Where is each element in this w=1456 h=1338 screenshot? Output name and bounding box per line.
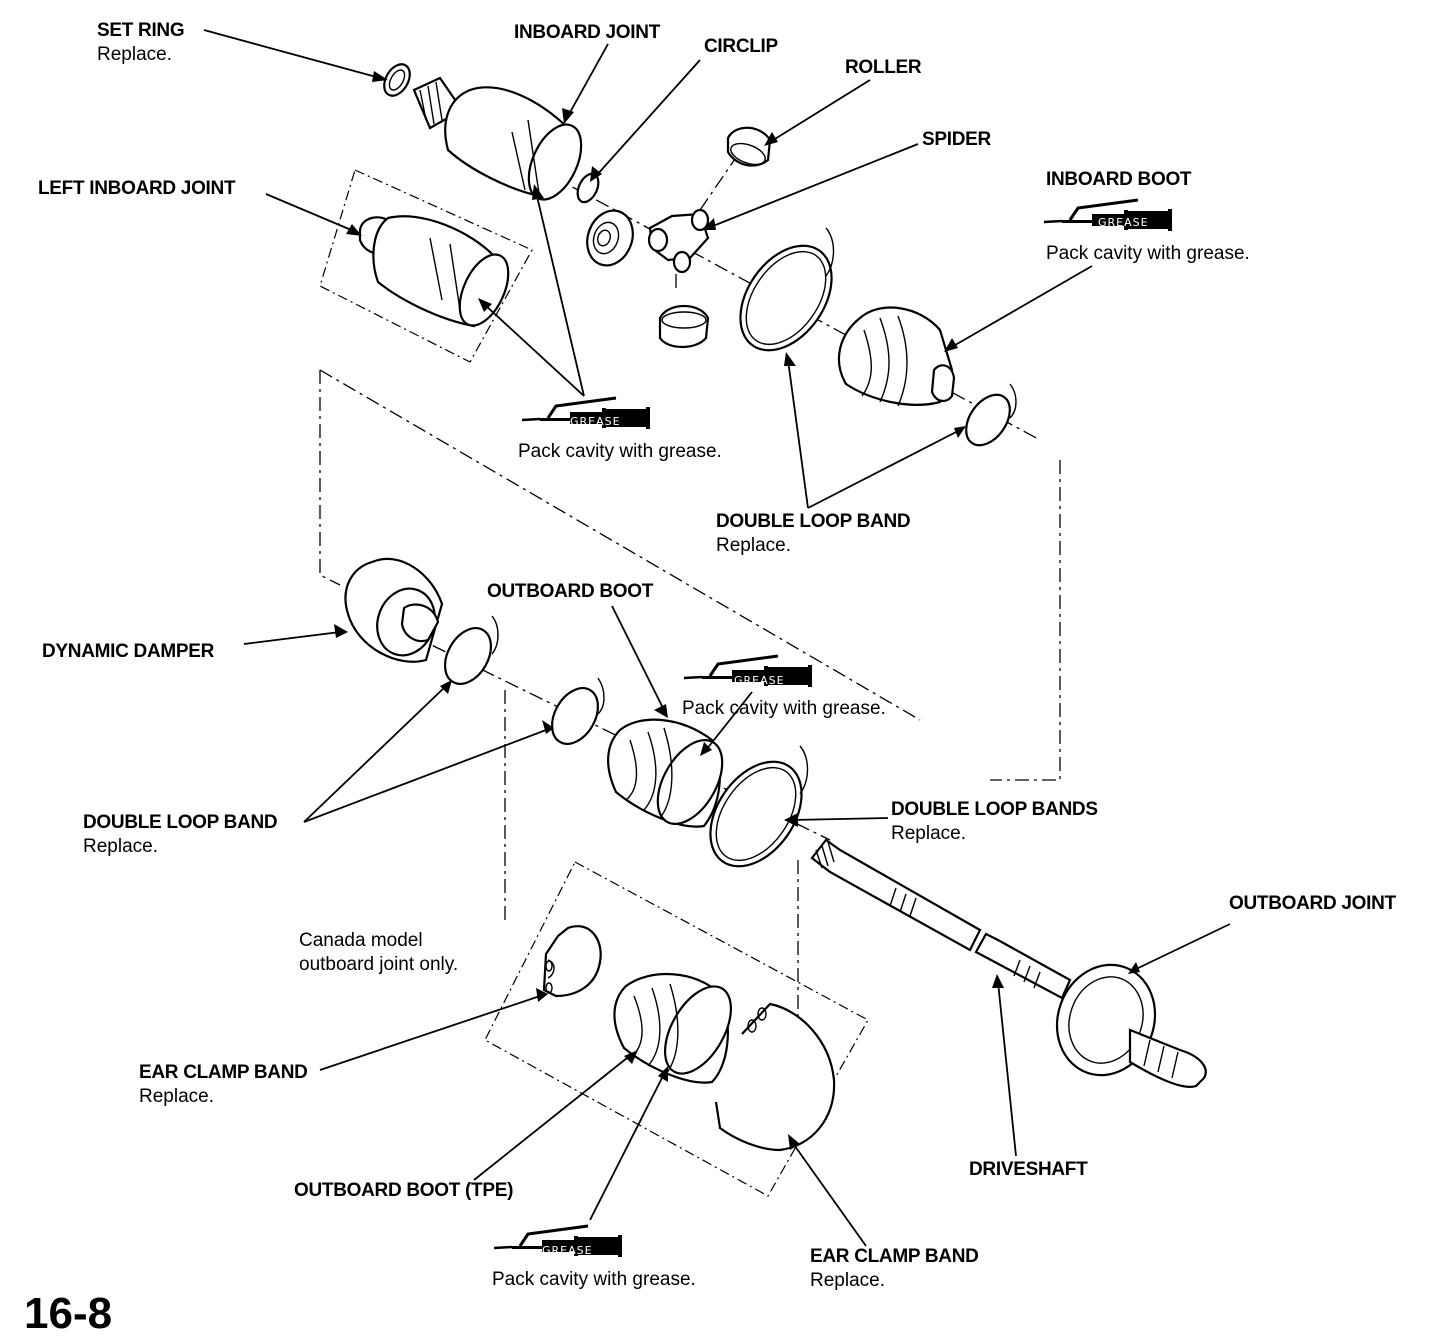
svg-text:GREASE: GREASE (1098, 216, 1149, 229)
label-inboard-joint: INBOARD JOINT (514, 22, 660, 43)
svg-text:GREASE: GREASE (734, 674, 785, 687)
label-outboard-boot-tpe: OUTBOARD BOOT (TPE) (294, 1180, 514, 1201)
inboard-boot (837, 306, 956, 407)
grease-gun-icon: GREASE (520, 396, 652, 431)
canada-model-frame (484, 861, 869, 1197)
label-spider: SPIDER (922, 129, 991, 150)
double-loop-band-upper-large (739, 227, 835, 352)
outboard-joint (1055, 963, 1207, 1088)
outboard-boot (607, 718, 724, 828)
roller (726, 126, 772, 167)
left-inboard-joint (358, 215, 510, 328)
double-loop-band-lower-large (709, 745, 809, 868)
label-outboard-boot: OUTBOARD BOOT (487, 581, 654, 602)
spider (647, 208, 710, 274)
note-outboard-boot-tpe-grease: Pack cavity with grease. (492, 1269, 696, 1290)
label-inboard-boot: INBOARD BOOT (1046, 169, 1192, 190)
label-circlip: CIRCLIP (704, 36, 778, 57)
note-outboard-boot-grease: Pack cavity with grease. (682, 698, 886, 719)
roller-bottom (658, 305, 710, 349)
roller-left (586, 209, 634, 267)
grease-gun-icon: GREASE (682, 654, 814, 689)
label-driveshaft: DRIVESHAFT (969, 1159, 1088, 1180)
dynamic-damper (344, 557, 444, 663)
grease-gun-icon: GREASE (1042, 198, 1174, 233)
ear-clamp-band-left (542, 925, 602, 998)
ear-clamp-band-right (714, 1002, 836, 1152)
svg-text:GREASE: GREASE (570, 415, 621, 428)
note-inboard-boot-grease: Pack cavity with grease. (1046, 243, 1250, 264)
outboard-boot-tpe (613, 972, 733, 1084)
double-loop-band-lower-left (443, 615, 499, 685)
leader-lines (203, 29, 1231, 1247)
grease-gun-icon: GREASE (492, 1224, 624, 1259)
note-inboard-joint-grease: Pack cavity with grease. (518, 441, 722, 462)
driveshaft (810, 838, 1072, 1000)
double-loop-band-lower-middle (550, 677, 605, 745)
inboard-joint (412, 76, 583, 201)
label-left-inboard-joint: LEFT INBOARD JOINT (38, 178, 236, 199)
left-inboard-joint-frame (319, 169, 533, 363)
label-dynamic-damper: DYNAMIC DAMPER (42, 641, 215, 662)
page-number: 16-8 (24, 1289, 113, 1338)
svg-text:GREASE: GREASE (542, 1244, 593, 1257)
label-outboard-joint: OUTBOARD JOINT (1229, 893, 1396, 914)
label-roller: ROLLER (845, 57, 922, 78)
set-ring (383, 63, 411, 97)
double-loop-band-upper-small (965, 383, 1017, 447)
